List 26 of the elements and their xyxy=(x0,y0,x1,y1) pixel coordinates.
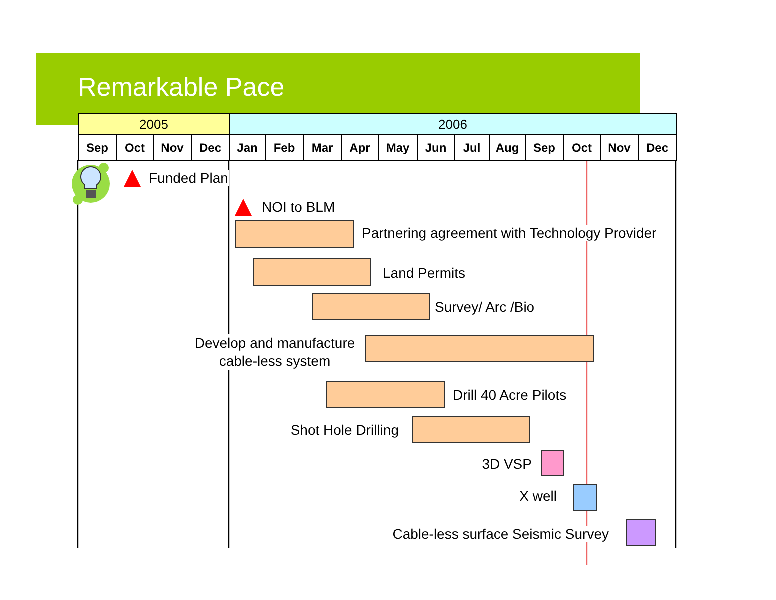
task-bar xyxy=(365,335,594,362)
task-bar xyxy=(235,220,354,248)
year-cell: 2006 xyxy=(229,113,677,135)
task-label: Survey/ Arc /Bio xyxy=(434,299,536,315)
task-label: Funded Plan xyxy=(148,170,230,186)
title: Remarkable Pace xyxy=(78,72,285,103)
task-label: Drill 40 Acre Pilots xyxy=(452,387,568,403)
task-bar xyxy=(326,381,445,408)
task-box xyxy=(626,519,656,546)
task-label: Cable-less surface Seismic Survey xyxy=(392,526,610,542)
task-label: X well xyxy=(518,488,558,504)
task-label: NOI to BLM xyxy=(261,199,336,215)
task-label: Land Permits xyxy=(382,265,466,281)
task-label: Shot Hole Drilling xyxy=(290,422,400,438)
task-label: 3D VSP xyxy=(481,456,533,472)
task-bar xyxy=(412,416,530,443)
month-cell: Dec xyxy=(638,134,677,161)
year-cell: 2005 xyxy=(78,113,230,135)
task-bar xyxy=(312,293,430,320)
task-box xyxy=(541,450,564,476)
milestone-triangle xyxy=(124,170,141,187)
milestone-triangle xyxy=(235,199,252,216)
task-label: Partnering agreement with Technology Provider xyxy=(361,225,658,241)
month-cell: Sep xyxy=(78,134,117,161)
task-box xyxy=(573,484,597,511)
task-bar xyxy=(253,258,371,286)
